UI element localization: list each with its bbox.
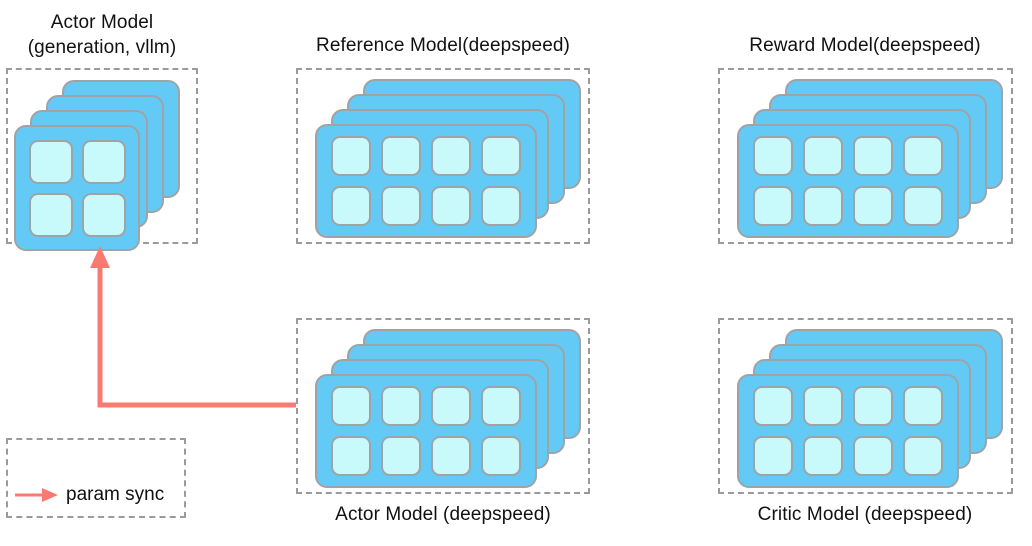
card-cell (431, 386, 471, 426)
card-stack-actor-deepspeed (296, 318, 590, 494)
card-front (315, 124, 537, 238)
card-cell (753, 436, 793, 476)
card-front (737, 374, 959, 488)
card-cell (331, 436, 371, 476)
card-cell (753, 186, 793, 226)
card-front (737, 124, 959, 238)
card-cell (803, 186, 843, 226)
group-box-critic (718, 318, 1013, 494)
group-label-critic: Critic Model (deepspeed) (757, 504, 973, 525)
card-cell (803, 436, 843, 476)
card-cell (81, 139, 126, 184)
card-stack-actor-vllm (6, 68, 198, 251)
card-cell (753, 386, 793, 426)
card-stack-reward (718, 68, 1013, 244)
card-cell (903, 186, 943, 226)
card-cell (381, 186, 421, 226)
legend-label: param sync (66, 484, 165, 505)
group-label-reference: Reference Model(deepspeed) (316, 35, 570, 56)
group-box-reference (296, 68, 590, 244)
card-cell (481, 186, 521, 226)
card-cell (28, 192, 73, 237)
group-box-actor-deepspeed (296, 318, 590, 494)
card-cell (481, 386, 521, 426)
card-front (315, 374, 537, 488)
card-stack-reference (296, 68, 590, 244)
group-label-actor-vllm: Actor Model (generation, vllm) (27, 12, 177, 58)
card-cell (431, 436, 471, 476)
card-cell (81, 192, 126, 237)
card-cell (853, 436, 893, 476)
group-box-reward (718, 68, 1013, 244)
card-cell (853, 136, 893, 176)
card-cell (331, 386, 371, 426)
card-cell (903, 386, 943, 426)
card-cell (381, 136, 421, 176)
card-cell (753, 136, 793, 176)
card-front (14, 125, 140, 251)
card-cell (481, 436, 521, 476)
card-cell (853, 386, 893, 426)
card-cell (331, 136, 371, 176)
card-cell (803, 386, 843, 426)
card-cell (903, 136, 943, 176)
card-cell (431, 136, 471, 176)
card-cell (431, 186, 471, 226)
legend-box (6, 438, 186, 518)
card-cell (331, 186, 371, 226)
legend-arrow-icon (15, 488, 58, 502)
card-cell (381, 436, 421, 476)
card-cell (381, 386, 421, 426)
card-cell (903, 436, 943, 476)
group-label-reward: Reward Model(deepspeed) (749, 35, 981, 56)
card-cell (803, 136, 843, 176)
card-cell (28, 139, 73, 184)
card-stack-critic (718, 318, 1013, 494)
group-label-actor-deepspeed: Actor Model (deepspeed) (335, 504, 551, 525)
legend-row: param sync (6, 478, 186, 512)
card-cell (481, 136, 521, 176)
card-cell (853, 186, 893, 226)
